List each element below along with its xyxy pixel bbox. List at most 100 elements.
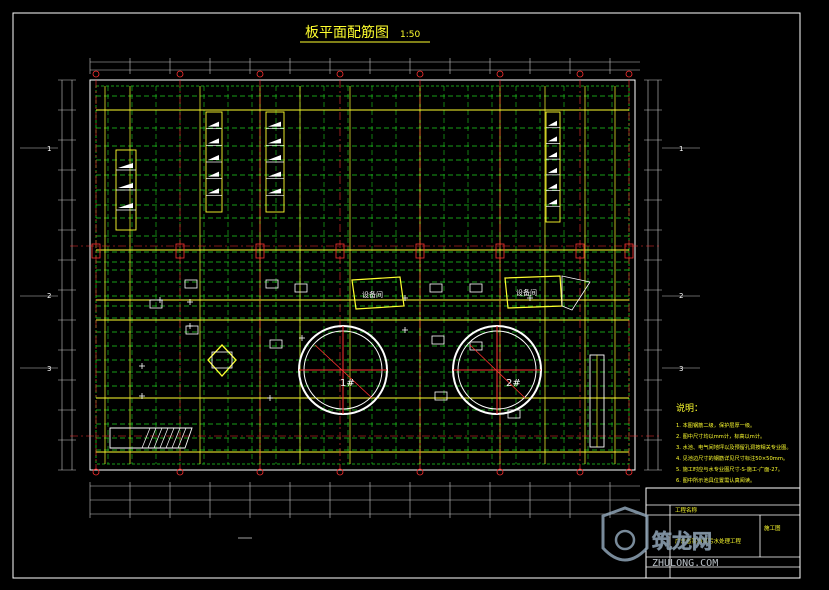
axis-bubble: [496, 468, 504, 476]
detail-ladder-hatch: [208, 171, 219, 177]
note-item: 6. 图中所示池具位置需认真阅读。: [676, 476, 755, 484]
axis-label-right-3: 3: [679, 365, 683, 373]
plan-inner-outline: [95, 85, 630, 465]
detail-ladder-hatch: [118, 203, 133, 208]
axis-label-left-3: 3: [47, 365, 51, 373]
axis-bubble: [416, 468, 424, 476]
ramp-hatch: [171, 427, 181, 449]
opening-box: [469, 283, 483, 293]
tank-2-label: 2#: [506, 378, 521, 389]
title-block-label-a: 工程名称: [675, 506, 698, 514]
watermark-line1: 筑龙网: [652, 529, 712, 553]
diamond-inner: [211, 351, 233, 369]
dimension-lines: [20, 58, 700, 539]
title-block-stage: 施工图: [764, 524, 781, 532]
equipment-room-1: 设备间: [351, 276, 405, 310]
watermark-logo: 筑龙网 ZHULONG.COM: [601, 506, 718, 569]
title-block: 工程名称 广东省某市某污水处理工程 施工图: [645, 487, 801, 579]
detail-ladder-hatch: [208, 138, 219, 144]
note-item: 4. 见池边尺寸的钢筋详见尺寸标注50×50mm。: [676, 454, 788, 462]
room-2-label: 设备间: [516, 288, 537, 297]
ramp-hatch: [159, 427, 169, 449]
tank-1-label: 1#: [340, 378, 355, 389]
sheet-frame: [12, 12, 801, 579]
opening-box: [469, 341, 483, 351]
column-post: [175, 243, 185, 259]
column-post: [415, 243, 425, 259]
note-item: 5. 施工时应与水专业图尺寸-S-施工-广面-27。: [676, 465, 783, 473]
note-item: 3. 水池、电气间地坪以及预留孔洞按相关专业图。: [676, 443, 792, 451]
axis-bubble: [625, 468, 633, 476]
drawing-scale: 1:50: [400, 30, 420, 40]
notes-heading: 说明：: [676, 402, 703, 414]
ramp-hatch: [153, 427, 163, 449]
axis-bubble: [92, 70, 100, 78]
column-post: [335, 243, 345, 259]
axis-label-left-1: 1: [47, 145, 51, 153]
axis-label-right-1: 1: [679, 145, 683, 153]
detail-ladder-hatch: [268, 138, 281, 144]
equipment-room-2: 设备间: [504, 275, 591, 311]
detail-ladder-hatch: [118, 183, 133, 188]
detail-ladder-hatch: [208, 121, 219, 127]
detail-ladder-hatch: [548, 199, 557, 205]
axis-bubble: [576, 70, 584, 78]
plan-outline: [89, 79, 636, 471]
detail-ladder-hatch: [548, 183, 557, 189]
axis-bubble: [92, 468, 100, 476]
detail-ladder-hatch: [118, 163, 133, 168]
axis-label-right-2: 2: [679, 292, 683, 300]
opening-box: [269, 339, 283, 349]
axis-label-left-2: 2: [47, 292, 51, 300]
notes-block: 说明： 1. 本图钢筋二级，保护层厚一级。 2. 图中尺寸均以mm计，标高以m计…: [676, 402, 792, 484]
axis-bubble: [336, 70, 344, 78]
detail-ladder-hatch: [548, 120, 557, 126]
note-item: 1. 本图钢筋二级，保护层厚一级。: [676, 421, 755, 429]
detail-ladder-hatch: [208, 155, 219, 160]
opening-box: [431, 335, 445, 345]
column-post: [575, 243, 585, 259]
ramp-outline: [109, 427, 193, 449]
opening-box: [184, 279, 198, 289]
axis-bubble: [625, 70, 633, 78]
axis-bubble: [416, 70, 424, 78]
detail-ladder-hatch: [268, 121, 281, 127]
detail-ladder: [545, 111, 561, 223]
axis-bubble: [256, 70, 264, 78]
ramp-hatch: [147, 427, 157, 449]
opening-box: [265, 279, 279, 289]
axis-bubble: [496, 70, 504, 78]
axis-bubble: [256, 468, 264, 476]
tank-2: 2#: [452, 325, 542, 415]
detail-ladder-hatch: [548, 167, 557, 173]
opening-box: [294, 283, 308, 293]
detail-ladder-hatch: [268, 155, 281, 160]
ramp-hatch: [141, 427, 151, 449]
column-post: [91, 243, 101, 259]
watermark-shield-icon: [601, 506, 649, 562]
axis-markers-left: 1 2 3: [47, 145, 51, 373]
watermark-line2: ZHULONG.COM: [652, 558, 718, 569]
tank-1-diag: [314, 344, 373, 399]
plan-details: [109, 111, 605, 449]
ramp-hatch: [165, 427, 175, 449]
column-post: [255, 243, 265, 259]
detail-ladder-hatch: [208, 188, 219, 194]
axis-markers-right: 1 2 3: [679, 145, 683, 373]
column-post: [624, 243, 634, 259]
room-1-label: 设备间: [362, 290, 383, 299]
opening-box: [434, 391, 448, 401]
room-1-outline: [351, 276, 405, 310]
axis-bubble: [176, 70, 184, 78]
opening-box: [149, 299, 163, 309]
axis-bubble: [576, 468, 584, 476]
opening-box: [429, 283, 443, 293]
column-post: [495, 243, 505, 259]
ramp-hatch: [177, 427, 187, 449]
detail-ladder-hatch: [268, 188, 281, 194]
tank-1: 1#: [298, 325, 388, 415]
axis-bubble: [176, 468, 184, 476]
detail-ladder-hatch: [548, 136, 557, 142]
watermark-shield-core: [614, 529, 636, 551]
